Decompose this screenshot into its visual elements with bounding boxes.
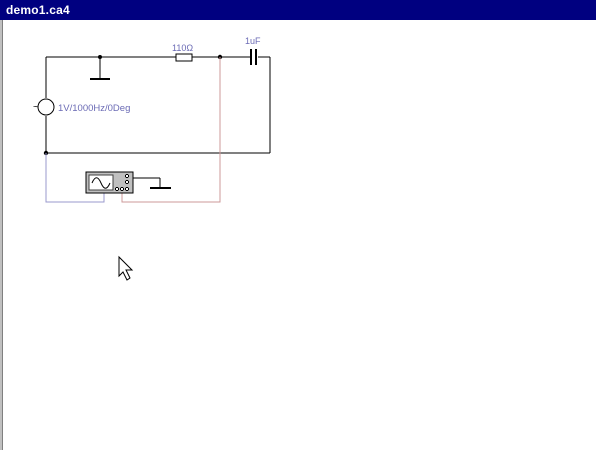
source-label: 1V/1000Hz/0Deg — [58, 103, 130, 114]
ac-source[interactable] — [37, 98, 55, 116]
capacitor-label: 1uF — [245, 36, 261, 46]
schematic-canvas[interactable] — [4, 20, 596, 450]
capacitor[interactable] — [250, 49, 257, 65]
resistor-label: 110Ω — [172, 43, 193, 53]
resistor[interactable] — [175, 53, 193, 62]
arrow-cursor-icon — [118, 255, 134, 281]
ground-icon[interactable] — [90, 57, 110, 80]
title-bar[interactable]: demo1.ca4 — [0, 0, 596, 20]
window-title: demo1.ca4 — [6, 3, 70, 17]
junction-dot — [98, 55, 102, 59]
ac-source-symbol: ~ — [33, 102, 39, 113]
probe-wire-a[interactable] — [45, 153, 105, 203]
ground-icon[interactable] — [133, 177, 171, 189]
window-left-border — [0, 20, 3, 450]
probe-wire-b[interactable] — [121, 57, 221, 203]
oscilloscope-icon[interactable] — [85, 171, 134, 194]
